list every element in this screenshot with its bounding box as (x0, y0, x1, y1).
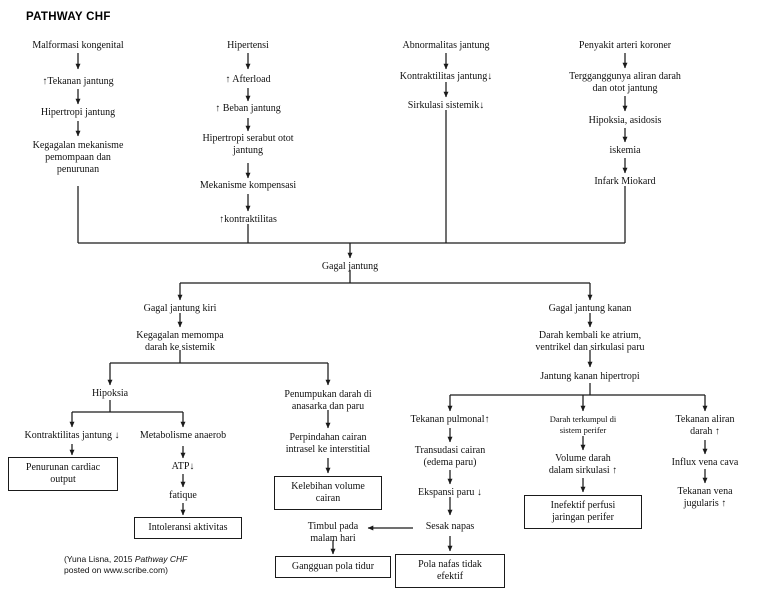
node-timbul-pada-malam-hari: Timbul pada malam hari (307, 521, 359, 544)
node-ekspansi-paru: Ekspansi paru ↓ (418, 487, 482, 498)
node-hipertropi-serabut-otot: Hipertropi serabut otot jantung (202, 133, 294, 156)
node-inefektif-perfusi-jaringan: Inefektif perfusi jaringan perifer (524, 495, 642, 529)
node-perpindahan-cairan: Perpindahan cairan intrasel ke interstit… (285, 432, 371, 455)
node-hipoksia: Hipoksia (91, 388, 129, 399)
node-afterload: ↑ Afterload (225, 74, 271, 85)
node-tekanan-aliran-darah: Tekanan aliran darah ↑ (675, 414, 735, 437)
node-sirkulasi-sistemik: Sirkulasi sistemik↓ (407, 100, 485, 111)
node-kontraktilitas-jantung-turun: Kontraktilitas jantung↓ (399, 71, 493, 82)
node-darah-kembali-ke-atrium: Darah kembali ke atrium, ventrikel dan s… (535, 330, 645, 353)
node-kontraktilitas-jantung-menurun: Kontraktilitas jantung ↓ (24, 430, 120, 441)
node-metabolisme-anaerob: Metabolisme anaerob (139, 430, 227, 441)
node-tergganggunya-aliran-darah: Tergganggunya aliran darah dan otot jant… (569, 71, 681, 94)
node-kontraktilitas: ↑kontraktilitas (219, 214, 277, 225)
node-beban-jantung: ↑ Beban jantung (215, 103, 281, 114)
node-penyakit-arteri-koroner: Penyakit arteri koroner (578, 40, 672, 51)
node-fatique: fatique (169, 490, 197, 501)
page-title: PATHWAY CHF (26, 11, 111, 23)
node-kelebihan-volume-cairan: Kelebihan volume cairan (274, 476, 382, 510)
node-hipertensi: Hipertensi (227, 40, 269, 51)
node-penumpukan-darah: Penumpukan darah di anasarka dan paru (284, 389, 372, 412)
node-hipoksia-asidosis: Hipoksia, asidosis (588, 115, 662, 126)
node-sesak-napas: Sesak napas (425, 521, 475, 532)
node-jantung-kanan-hipertropi: Jantung kanan hipertropi (540, 371, 640, 382)
node-gagal-jantung: Gagal jantung (321, 261, 379, 272)
node-gangguan-pola-tidur: Gangguan pola tidur (275, 556, 391, 578)
node-atp: ATP↓ (171, 461, 195, 472)
node-kegagalan-mekanisme-pemompaan: Kegagalan mekanisme pemompaan dan penuru… (32, 140, 124, 175)
node-tekanan-jantung: ↑Tekanan jantung (42, 76, 114, 87)
node-gagal-jantung-kanan: Gagal jantung kanan (548, 303, 632, 314)
node-penurunan-cardiac-output: Penurunan cardiac output (8, 457, 118, 491)
node-volume-darah-sirkulasi: Volume darah dalam sirkulasi ↑ (548, 453, 618, 476)
credit-line1-italic: Pathway CHF (134, 554, 188, 564)
credit-line1-plain: (Yuna Lisna, 2015 (64, 554, 135, 564)
node-kegagalan-memompa: Kegagalan memompa darah ke sistemik (136, 330, 224, 353)
credit-line2: posted on www.scribe.com) (64, 565, 168, 575)
node-darah-terkumpul-sistem-perifer: Darah terkumpul di sistem perifer (549, 414, 617, 435)
node-intoleransi-aktivitas: Intoleransi aktivitas (134, 517, 242, 539)
node-mekanisme-kompensasi: Mekanisme kompensasi (199, 180, 297, 191)
node-tekanan-pulmonal: Tekanan pulmonal↑ (410, 414, 490, 425)
node-gagal-jantung-kiri: Gagal jantung kiri (143, 303, 217, 314)
node-pola-nafas-tidak-efektif: Pola nafas tidak efektif (395, 554, 505, 588)
source-credit: (Yuna Lisna, 2015 Pathway CHF posted on … (64, 554, 187, 576)
node-iskemia: iskemia (609, 145, 641, 156)
node-transudasi-cairan: Transudasi cairan (edema paru) (414, 445, 486, 468)
node-infark-miokard: Infark Miokard (594, 176, 656, 187)
node-malformasi-kongenital: Malformasi kongenital (32, 40, 124, 51)
node-abnormalitas-jantung: Abnormalitas jantung (402, 40, 490, 51)
node-hipertropi-jantung: Hipertropi jantung (40, 107, 116, 118)
node-tekanan-vena-jugularis: Tekanan vena jugularis ↑ (677, 486, 733, 509)
node-influx-vena-cava: Influx vena cava (671, 457, 739, 468)
